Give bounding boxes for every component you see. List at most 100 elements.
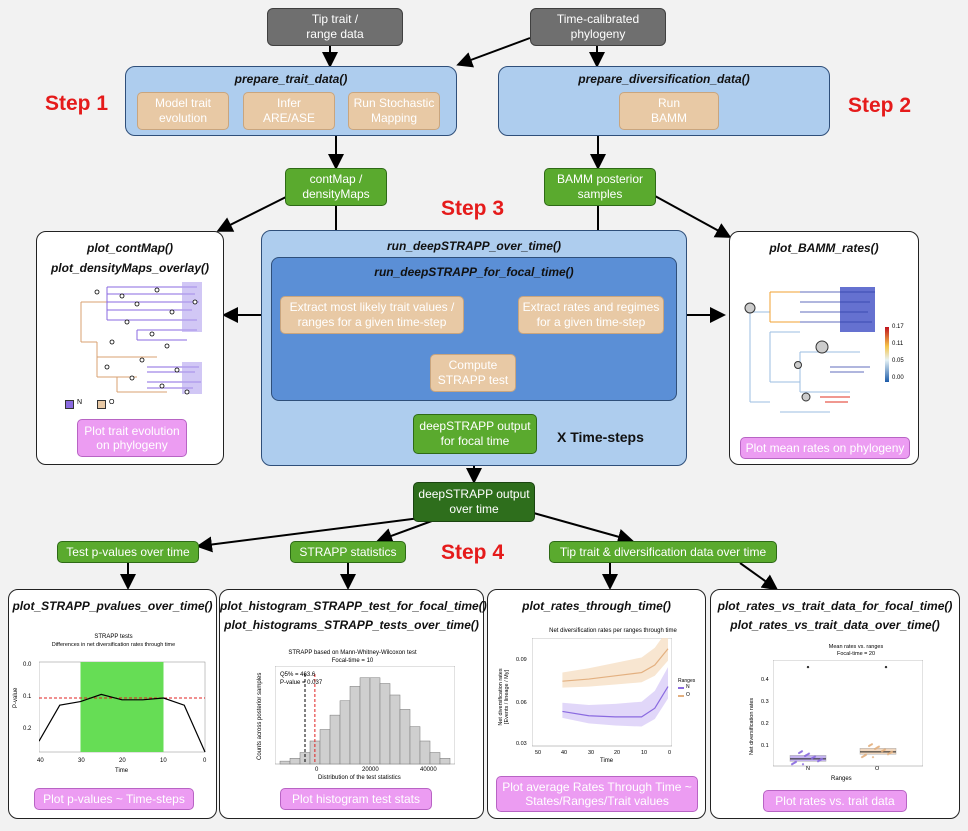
rates-through-time-chart — [532, 638, 672, 747]
hist-bar — [409, 726, 421, 765]
rvt-point — [871, 756, 875, 759]
rtt-ytick-0: 0.09 — [516, 657, 527, 663]
plot-histogram-fn: plot_histogram_STRAPP_test_for_focal_tim… — [220, 599, 487, 613]
plot-densitymaps-fn: plot_densityMaps_overlay() — [50, 261, 210, 275]
hist-bar — [329, 714, 341, 765]
hist-bar — [399, 709, 411, 765]
rtt-legend-n: N — [686, 684, 690, 690]
hist-bar — [359, 677, 371, 765]
rvt-ytick-1: 0.3 — [761, 699, 769, 705]
plot-rates-vs-trait-button[interactable]: Plot rates vs. trait data — [763, 790, 907, 812]
rtt-xtick-4: 10 — [641, 750, 648, 756]
rates-vs-trait-chart — [773, 660, 923, 767]
pvalue-xtick-4: 0 — [203, 758, 207, 764]
plot-average-rates-button[interactable]: Plot average Rates Through Time ~ States… — [496, 776, 698, 812]
hist-bar — [369, 677, 381, 765]
bamm-rates-tree-thumbnail — [744, 287, 889, 413]
legend-n-label: N — [77, 399, 83, 406]
hist-q5-label: Q5% = 463.6 — [280, 672, 316, 678]
step4-label: Step 4 — [441, 541, 505, 564]
rtt-ytick-1: 0.06 — [516, 700, 527, 706]
step3-label: Step 3 — [441, 197, 505, 220]
histogram-plot-panel: plot_histogram_STRAPP_test_for_focal_tim… — [219, 589, 487, 819]
run-focal-time-title: run_deepSTRAPP_for_focal_time() — [374, 265, 574, 279]
rvt-outlier — [806, 665, 810, 669]
rtt-xtick-3: 20 — [614, 750, 621, 756]
hist-bar — [429, 752, 441, 765]
rvt-point — [883, 748, 887, 751]
pvalue-ylabel: P-value — [13, 687, 19, 708]
plot-rates-vs-trait-over-time-fn: plot_rates_vs_trait_data_over_time() — [730, 618, 940, 632]
rtt-xtick-1: 40 — [561, 750, 568, 756]
plot-rates-vs-trait-focal-fn: plot_rates_vs_trait_data_for_focal_time(… — [717, 599, 953, 613]
pvalues-plot-panel: plot_STRAPP_pvalues_over_time() STRAPP t… — [8, 589, 217, 819]
contmap-plot-panel: plot_contMap() plot_densityMaps_overlay(… — [36, 231, 224, 465]
run-bamm-box: Run BAMM — [619, 92, 719, 130]
scale-label-2: 0.05 — [892, 358, 904, 364]
rtt-xlabel: Time — [600, 758, 614, 764]
pvalue-highlight-band — [80, 662, 164, 752]
plot-mean-rates-button[interactable]: Plot mean rates on phylogeny — [740, 437, 910, 459]
pvalue-series-line — [39, 693, 206, 753]
hist-bar — [319, 729, 331, 765]
pvalue-xtick-1: 30 — [78, 758, 85, 764]
rtt-ylabel: Net diversification rates [Events / line… — [498, 668, 510, 726]
legend-o-label: O — [109, 399, 115, 406]
hist-bar — [289, 758, 301, 765]
rvt-point — [820, 757, 824, 761]
compute-strapp-test-box: Compute STRAPP test — [430, 354, 516, 392]
hist-ylabel: Counts across posterior samples — [257, 672, 263, 760]
hist-bar — [349, 686, 361, 765]
rvt-cat-o: O — [875, 766, 880, 772]
plot-bamm-rates-fn: plot_BAMM_rates() — [769, 241, 879, 255]
rtt-xtick-5: 0 — [668, 750, 672, 756]
rvt-ylabel: Net diversification rates — [749, 697, 755, 755]
rvt-point — [877, 745, 881, 748]
rvt-box-N — [789, 755, 827, 762]
bamm-posterior-samples-box: BAMM posterior samples — [544, 168, 656, 206]
pvalue-xlabel: Time — [115, 768, 129, 774]
rvt-point — [890, 750, 894, 753]
plot-histogram-button[interactable]: Plot histogram test stats — [280, 788, 432, 810]
rvt-point — [807, 752, 811, 755]
rvt-box-O — [859, 748, 897, 755]
scale-label-3: 0.00 — [892, 375, 904, 381]
prepare-trait-data-title: prepare_trait_data() — [234, 72, 348, 86]
hist-xtick-2: 40000 — [420, 767, 437, 773]
legend-n-swatch — [65, 400, 74, 409]
hist-chart-title: STRAPP based on Mann-Whitney-Wilcoxon te… — [288, 650, 417, 656]
hist-bar — [379, 683, 391, 765]
plot-pvalues-button[interactable]: Plot p-values ~ Time-steps — [34, 788, 194, 810]
rvt-point — [794, 760, 798, 763]
hist-bar — [339, 700, 351, 765]
extract-trait-values-box: Extract most likely trait values / range… — [280, 296, 464, 334]
plot-contmap-fn: plot_contMap() — [87, 241, 173, 255]
rtt-legend-title: Ranges — [678, 678, 696, 684]
rvt-chart-title: Mean rates vs. ranges — [828, 644, 884, 650]
plot-trait-evolution-button[interactable]: Plot trait evolution on phylogeny — [77, 419, 187, 457]
rvt-ytick-2: 0.2 — [761, 721, 769, 727]
pvalue-xtick-3: 10 — [160, 758, 167, 764]
strapp-statistics-label: STRAPP statistics — [290, 541, 406, 563]
rtt-xtick-0: 50 — [535, 750, 542, 756]
rvt-ytick-0: 0.4 — [761, 677, 769, 683]
rvt-point — [801, 763, 805, 766]
prepare-diversification-data-title: prepare_diversification_data() — [578, 72, 750, 86]
rvt-point — [800, 750, 804, 753]
rvt-xlabel: Ranges — [831, 776, 852, 782]
contmap-tree-thumbnail — [77, 282, 203, 402]
run-over-time-title: run_deepSTRAPP_over_time() — [386, 239, 562, 253]
pvalue-chart-subtitle: Differences in net diversification rates… — [51, 642, 176, 648]
rvt-cat-n: N — [806, 766, 810, 772]
extract-rates-box: Extract rates and regimes for a given ti… — [518, 296, 664, 334]
rvt-point — [870, 743, 874, 746]
rates-vs-trait-panel: plot_rates_vs_trait_data_for_focal_time(… — [710, 589, 960, 819]
step2-label: Step 2 — [848, 94, 912, 117]
step1-label: Step 1 — [45, 92, 109, 115]
tip-trait-data-label: Tip trait & diversification data over ti… — [549, 541, 777, 563]
phylogeny-input-box: Time-calibrated phylogeny — [530, 8, 666, 46]
hist-xlabel: Distribution of the test statistics — [318, 775, 401, 781]
rvt-outlier — [884, 665, 888, 669]
rtt-legend-o-swatch — [678, 695, 684, 697]
hist-pvalue-label: P-value = 0.037 — [280, 680, 323, 686]
